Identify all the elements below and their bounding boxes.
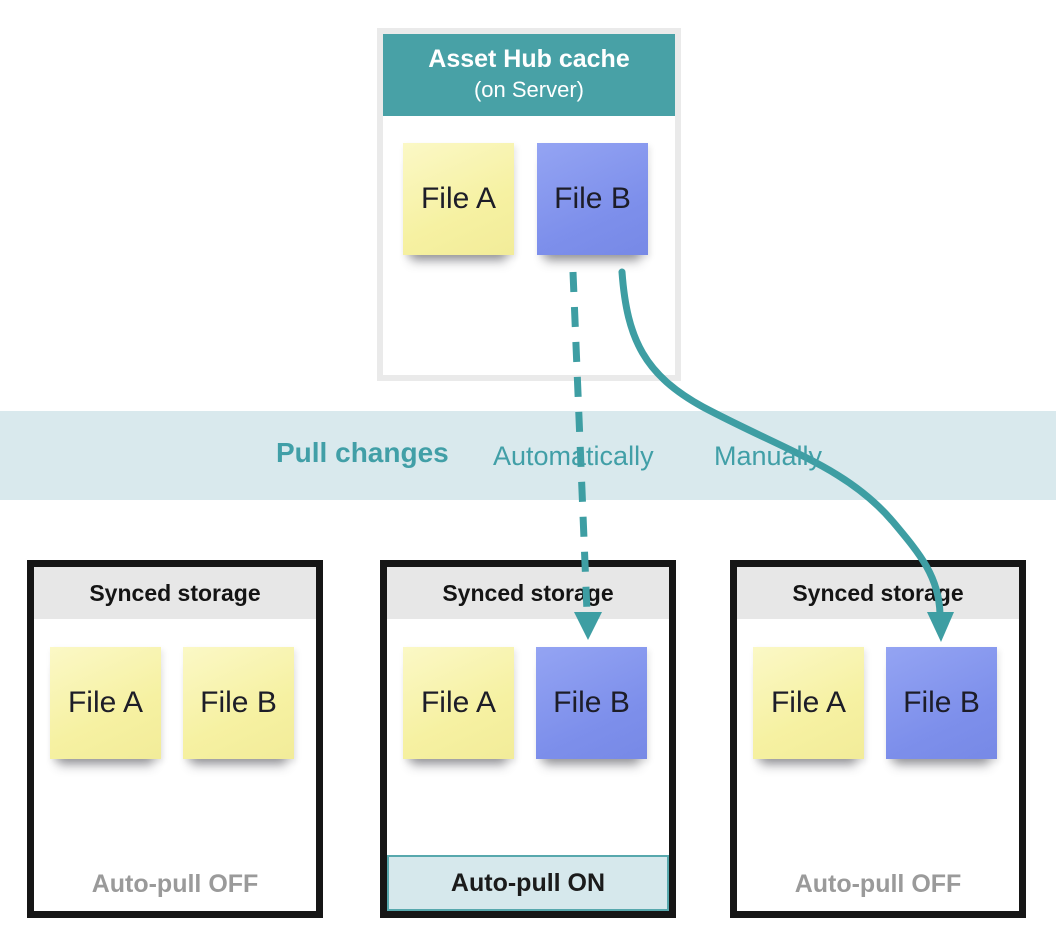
- note-label: File A: [420, 182, 497, 215]
- note-file-a: File A: [753, 647, 864, 759]
- manually-label: Manually: [714, 441, 823, 471]
- note-label: File A: [420, 686, 497, 719]
- auto-pull-status: Auto-pull OFF: [91, 870, 259, 898]
- note-file-b: File B: [536, 647, 647, 759]
- asset-hub-header: Asset Hub cache (on Server): [383, 34, 675, 116]
- synced-storage-header: Synced storage: [34, 567, 316, 619]
- synced-storage-header: Synced storage: [387, 567, 669, 619]
- note-label: File A: [67, 686, 144, 719]
- note-file-a: File A: [50, 647, 161, 759]
- asset-hub-title: Asset Hub cache: [428, 45, 630, 73]
- synced-storage-box-left: Synced storage File A File B Auto-pull O…: [27, 560, 323, 918]
- note-label: File B: [200, 686, 277, 719]
- asset-hub-subtitle: (on Server): [473, 77, 585, 102]
- synced-storage-box-right: Synced storage File A File B Auto-pull O…: [730, 560, 1026, 918]
- auto-pull-status: Auto-pull OFF: [794, 870, 962, 898]
- asset-hub-cache-box: Asset Hub cache (on Server) File A File …: [377, 28, 681, 381]
- synced-storage-header: Synced storage: [737, 567, 1019, 619]
- note-label: File B: [903, 686, 980, 719]
- automatically-label: Automatically: [493, 441, 654, 471]
- note-file-b: File B: [537, 143, 648, 255]
- note-label: File B: [553, 686, 630, 719]
- note-file-b: File B: [183, 647, 294, 759]
- note-file-a: File A: [403, 143, 514, 255]
- note-file-a: File A: [403, 647, 514, 759]
- synced-storage-box-middle: Synced storage File A File B Auto-pull O…: [380, 560, 676, 918]
- auto-pull-status: Auto-pull ON: [387, 855, 669, 911]
- note-label: File A: [770, 686, 847, 719]
- pull-changes-label: Pull changes: [276, 437, 449, 468]
- note-file-b: File B: [886, 647, 997, 759]
- note-label: File B: [554, 182, 631, 215]
